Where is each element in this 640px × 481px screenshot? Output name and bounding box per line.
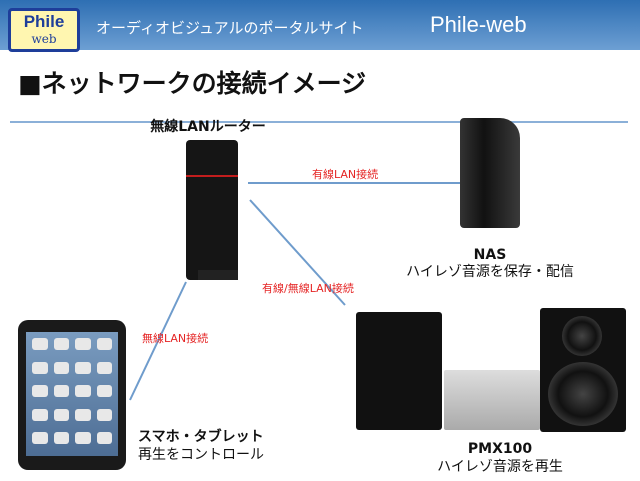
nas-desc: ハイレゾ音源を保存・配信 [406, 264, 574, 280]
nas-name: NAS [473, 247, 507, 263]
pmx-name: PMX100 [467, 441, 533, 457]
page-title: ■ネットワークの接続イメージ [18, 69, 367, 98]
wireless-connection-label: 無線LAN接続 [142, 332, 209, 345]
smartphone-desc: 再生をコントロール [138, 447, 264, 463]
title-divider [10, 121, 628, 123]
phile-web-logo: Phile web [8, 8, 80, 52]
right-speaker-image [540, 308, 626, 432]
logo-subtext: web [31, 32, 57, 46]
wired-wireless-line [249, 199, 346, 306]
header-tagline: オーディオビジュアルのポータルサイト [96, 19, 364, 37]
left-speaker-image [356, 312, 442, 430]
logo-text: Phile [23, 12, 65, 31]
wired-wireless-connection-label: 有線/無線LAN接続 [262, 282, 354, 295]
header-banner: Phile web オーディオビジュアルのポータルサイト Phile-web [0, 0, 640, 52]
nas-image [460, 118, 520, 228]
pmx100-main-unit-image [444, 370, 540, 430]
wireless-line [129, 281, 187, 401]
pmx-desc: ハイレゾ音源を再生 [437, 459, 563, 475]
router-image [186, 140, 238, 280]
smartphone-name: スマホ・タブレット [138, 429, 264, 445]
wired-connection-label: 有線LAN接続 [312, 168, 379, 181]
header-brand: Phile-web [430, 12, 527, 37]
router-label: 無線LANルーター [150, 119, 266, 135]
tablet-image [18, 320, 126, 470]
